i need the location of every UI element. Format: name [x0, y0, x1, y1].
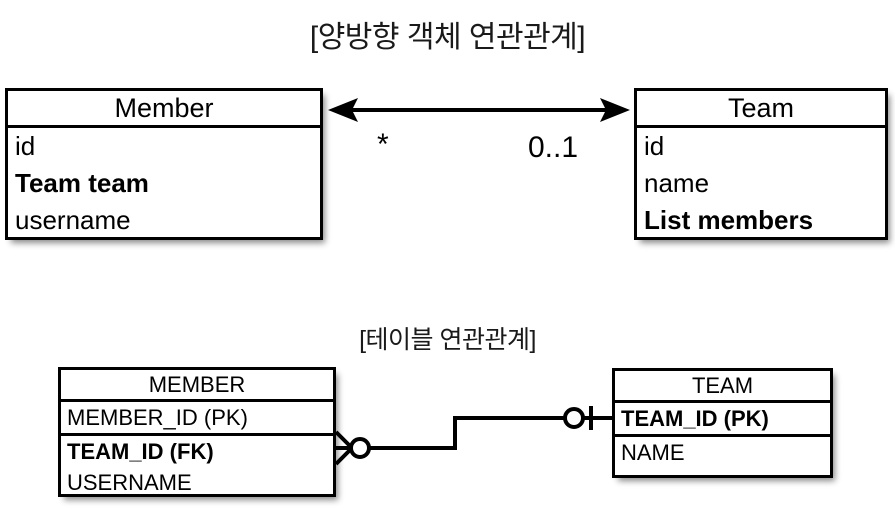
- table-column: USERNAME: [67, 470, 192, 495]
- member-table-columns: MEMBER_ID (PK) TEAM_ID (FK) USERNAME: [61, 402, 333, 498]
- table-column: MEMBER_ID (PK): [61, 402, 333, 436]
- left-multiplicity-label: *: [377, 128, 389, 161]
- member-table-name: MEMBER: [61, 370, 333, 402]
- object-association-title: [양방향 객체 연관관계]: [309, 21, 586, 54]
- member-class-box[interactable]: Member id Team team username: [5, 88, 323, 240]
- team-table-name: TEAM: [615, 371, 830, 403]
- right-multiplicity-label: 0..1: [528, 131, 579, 164]
- class-attribute: id: [644, 131, 665, 161]
- crows-foot-many-marker: [334, 430, 354, 466]
- class-attribute: id: [15, 131, 36, 161]
- table-association-title: [테이블 연관관계]: [359, 326, 536, 354]
- member-class-attributes: id Team team username: [8, 128, 320, 239]
- team-table-columns: TEAM_ID (PK) NAME: [615, 403, 830, 468]
- team-class-box[interactable]: Team id name List members: [634, 88, 888, 240]
- table-column: TEAM_ID (FK): [67, 439, 214, 464]
- zero-marker-member-side: [349, 437, 371, 459]
- class-attribute: List members: [644, 205, 814, 235]
- team-class-name: Team: [637, 91, 885, 128]
- bidirectional-association-arrow: [328, 98, 630, 122]
- class-attribute: username: [15, 205, 131, 235]
- table-column: TEAM_ID (PK): [615, 403, 830, 437]
- zero-marker-team-side: [563, 407, 585, 429]
- class-attribute: Team team: [15, 168, 149, 198]
- member-class-name: Member: [8, 91, 320, 128]
- team-class-attributes: id name List members: [637, 128, 885, 239]
- team-table-box[interactable]: TEAM TEAM_ID (PK) NAME: [612, 368, 833, 478]
- crows-foot-relationship: [334, 406, 612, 466]
- table-column: NAME: [621, 440, 685, 465]
- class-attribute: name: [644, 168, 710, 198]
- member-table-box[interactable]: MEMBER MEMBER_ID (PK) TEAM_ID (FK) USERN…: [58, 367, 336, 497]
